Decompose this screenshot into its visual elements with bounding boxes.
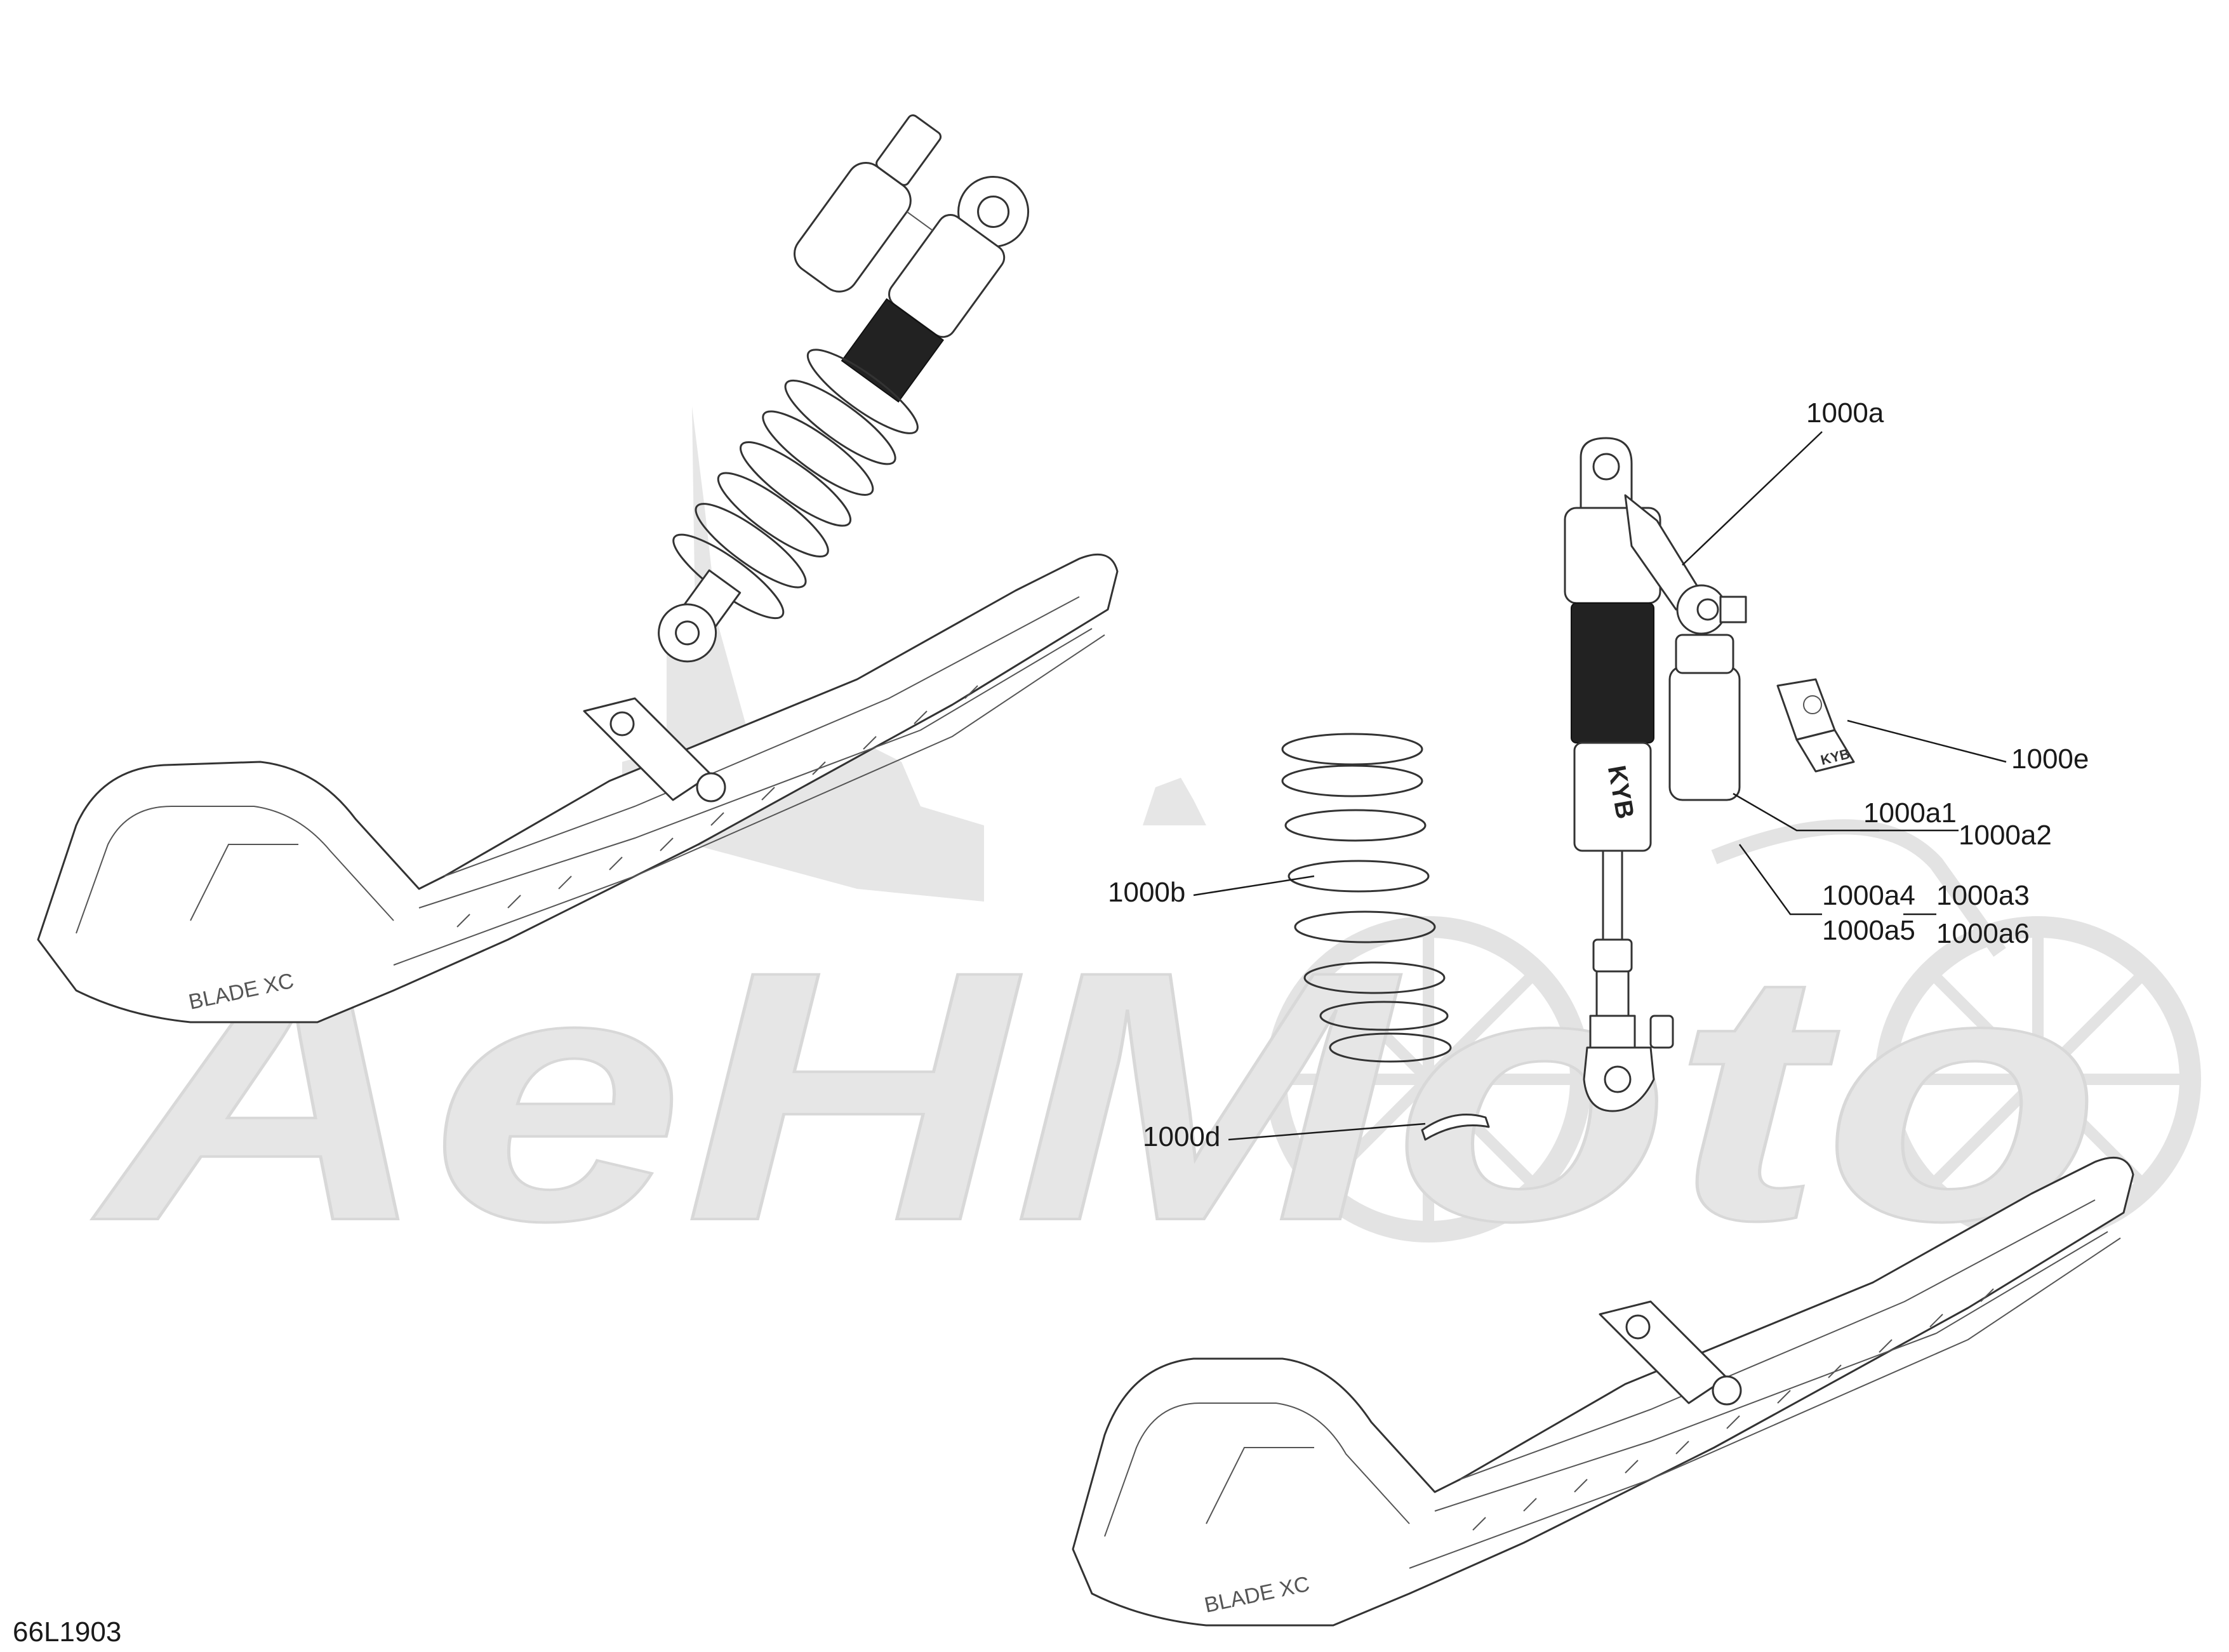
assembled-shock bbox=[658, 114, 1030, 663]
callout-1000a6: 1000a6 bbox=[1936, 918, 2030, 949]
callout-1000b: 1000b bbox=[1108, 877, 1185, 908]
callout-1000a4: 1000a4 bbox=[1822, 880, 1915, 911]
callout-1000d: 1000d bbox=[1143, 1121, 1220, 1152]
callout-1000e: 1000e bbox=[2011, 743, 2089, 775]
callout-1000a2: 1000a2 bbox=[1959, 820, 2052, 851]
callout-labels: 1000a 1000e 1000a1 1000a2 1000a3 1000a4 … bbox=[1108, 397, 2089, 1152]
right-ski: BLADE XC bbox=[1072, 1156, 2134, 1627]
shock-1000a: KYB bbox=[1564, 437, 1747, 1112]
spring-stop-1000d bbox=[1421, 1114, 1490, 1141]
callout-1000a5: 1000a5 bbox=[1822, 915, 1915, 946]
decal-1000e: KYB bbox=[1776, 678, 1855, 773]
callout-1000a: 1000a bbox=[1806, 397, 1884, 429]
left-ski: BLADE XC bbox=[37, 553, 1119, 1023]
callout-1000a1: 1000a1 bbox=[1863, 797, 1957, 829]
drawing-number: 66L1903 bbox=[13, 1616, 121, 1648]
watermark: AeHMoto bbox=[86, 406, 2201, 1296]
spring-1000b bbox=[1281, 733, 1452, 1063]
leader-lines bbox=[1193, 431, 2007, 1141]
callout-1000a3: 1000a3 bbox=[1936, 880, 2030, 911]
